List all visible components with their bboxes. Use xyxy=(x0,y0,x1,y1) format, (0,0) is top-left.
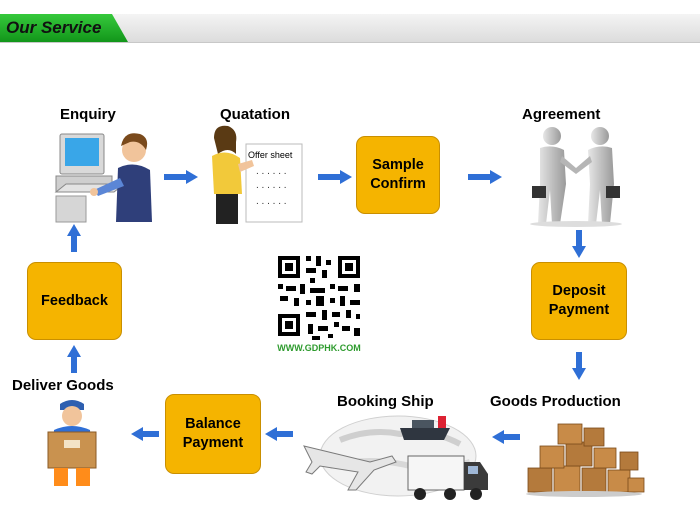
box-sample-confirm-line2: Confirm xyxy=(370,176,426,192)
logistics-icon xyxy=(303,415,488,500)
arrow-left-icon xyxy=(265,427,293,441)
qr-code: WWW.GDPHK.COM xyxy=(272,250,366,356)
box-balance-payment-line1: Balance xyxy=(185,416,241,432)
computer-user-icon xyxy=(54,133,152,223)
arrow-right-icon xyxy=(164,170,198,184)
arrow-up-icon xyxy=(67,345,81,373)
svg-text:. . . . . .: . . . . . . xyxy=(256,180,287,191)
arrow-left-icon xyxy=(131,427,159,441)
svg-text:. . . . . .: . . . . . . xyxy=(256,166,287,177)
section-header: Our Service xyxy=(0,14,700,43)
offer-sheet-text: Offer sheet xyxy=(248,150,293,160)
arrow-right-icon xyxy=(468,170,502,184)
label-quatation: Quatation xyxy=(220,106,290,123)
box-deposit-payment-line2: Payment xyxy=(548,302,610,318)
header-tab xyxy=(0,14,128,42)
label-agreement: Agreement xyxy=(522,106,601,123)
label-booking-ship: Booking Ship xyxy=(337,393,434,410)
qr-caption: WWW.GDPHK.COM xyxy=(277,343,361,353)
offer-sheet-woman-icon: Offer sheet . . . . . . . . . . . . . . … xyxy=(212,125,303,224)
svg-text:. . . . . .: . . . . . . xyxy=(256,196,287,207)
box-deposit-payment-line1: Deposit xyxy=(552,283,606,299)
courier-icon xyxy=(47,400,97,486)
box-feedback: Feedback xyxy=(27,262,122,340)
arrow-right-icon xyxy=(318,170,352,184)
handshake-icon xyxy=(530,127,622,227)
arrow-down-icon xyxy=(572,352,586,380)
arrow-up-icon xyxy=(67,224,81,252)
box-balance-payment-line2: Payment xyxy=(182,435,244,451)
label-deliver-goods: Deliver Goods xyxy=(12,377,114,394)
label-enquiry: Enquiry xyxy=(60,106,116,123)
box-feedback-label: Feedback xyxy=(41,292,108,309)
arrow-left-icon xyxy=(492,430,520,444)
label-goods-production: Goods Production xyxy=(490,393,621,410)
boxes-stack-icon xyxy=(526,423,645,497)
qr-code-icon xyxy=(272,250,366,342)
box-sample-confirm-line1: Sample xyxy=(372,157,424,173)
header-title: Our Service xyxy=(6,18,102,37)
arrow-down-icon xyxy=(572,230,586,258)
